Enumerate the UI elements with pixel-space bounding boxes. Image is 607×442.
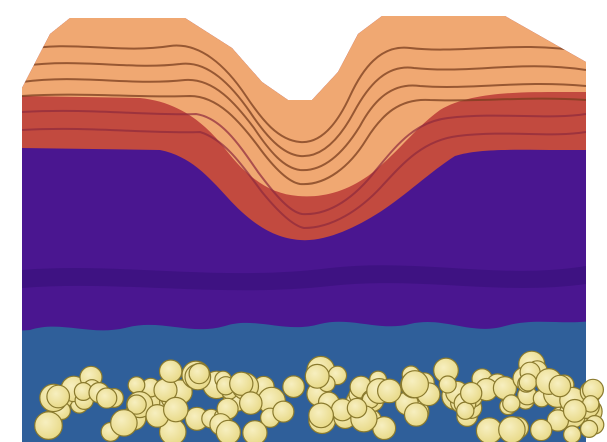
- fat-cell: [347, 398, 366, 417]
- fat-cell: [401, 371, 428, 398]
- fat-cell: [564, 400, 587, 423]
- fat-cell: [97, 388, 117, 408]
- fat-cell: [164, 397, 188, 421]
- fat-cell: [549, 375, 570, 396]
- fat-cell: [519, 374, 536, 391]
- fat-cell: [243, 421, 267, 442]
- fat-cell: [457, 402, 474, 419]
- fat-cell: [499, 417, 525, 442]
- fat-cell: [378, 379, 402, 403]
- fat-cell: [240, 392, 262, 414]
- fat-cell: [531, 419, 552, 440]
- fat-cell: [405, 403, 428, 426]
- fat-cell: [461, 383, 482, 404]
- fat-cell: [189, 364, 209, 384]
- fat-cell: [128, 377, 145, 394]
- fat-cell: [439, 376, 456, 393]
- fat-cell: [305, 364, 329, 388]
- fat-cell: [111, 410, 137, 436]
- fat-cell: [160, 360, 182, 382]
- fat-cell: [216, 420, 240, 442]
- fat-cell: [273, 401, 294, 422]
- fat-cell: [309, 403, 334, 428]
- fat-cell: [283, 376, 305, 398]
- fat-cell: [581, 420, 598, 437]
- fat-cell: [564, 426, 581, 442]
- fat-cell: [47, 385, 70, 408]
- fat-cell: [503, 395, 520, 412]
- fat-cell: [35, 412, 63, 440]
